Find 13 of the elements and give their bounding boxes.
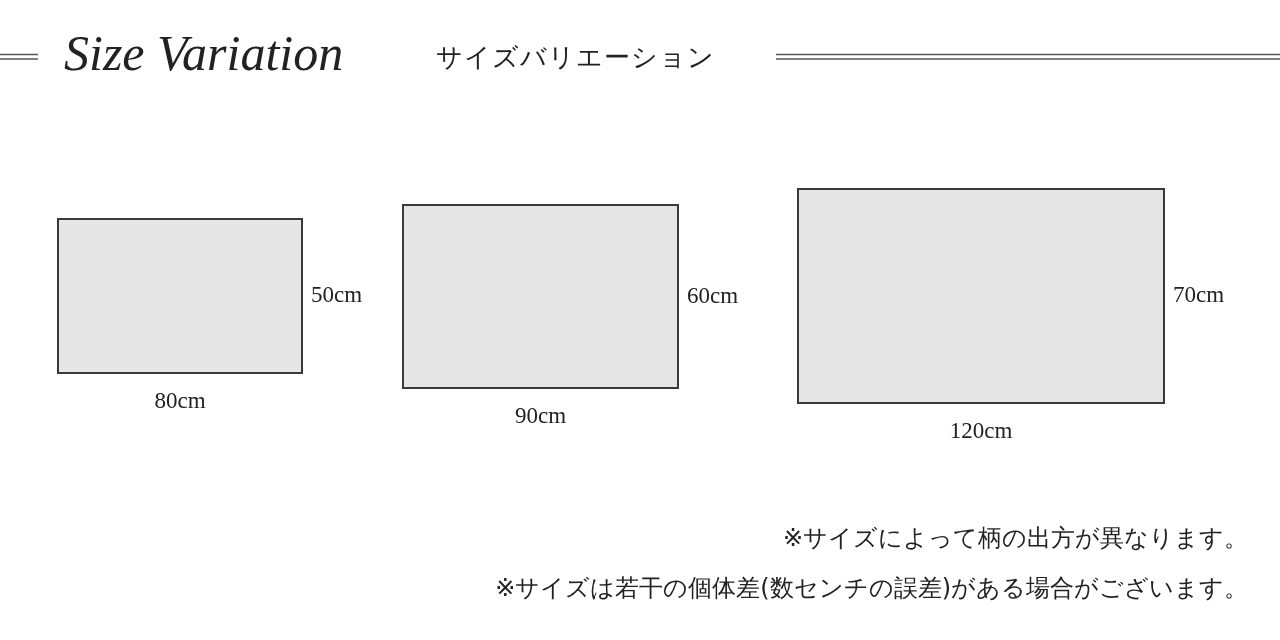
height-label: 70cm: [1173, 282, 1225, 308]
width-label: 90cm: [514, 403, 567, 429]
rug-rectangle: [57, 218, 303, 374]
note-text: ※サイズによって柄の出方が異なります。: [782, 523, 1248, 554]
note-text: ※サイズは若干の個体差(数センチの誤差)がある場合がございます。: [495, 573, 1248, 604]
subtitle: サイズバリエーション: [436, 41, 715, 74]
height-label: 60cm: [687, 282, 739, 309]
rug-rectangle: [402, 204, 679, 389]
height-label: 50cm: [311, 282, 363, 308]
width-label: 80cm: [154, 388, 206, 414]
rug-rectangle: [797, 188, 1165, 404]
title: Size Variation: [64, 24, 344, 82]
width-label: 120cm: [949, 418, 1013, 444]
